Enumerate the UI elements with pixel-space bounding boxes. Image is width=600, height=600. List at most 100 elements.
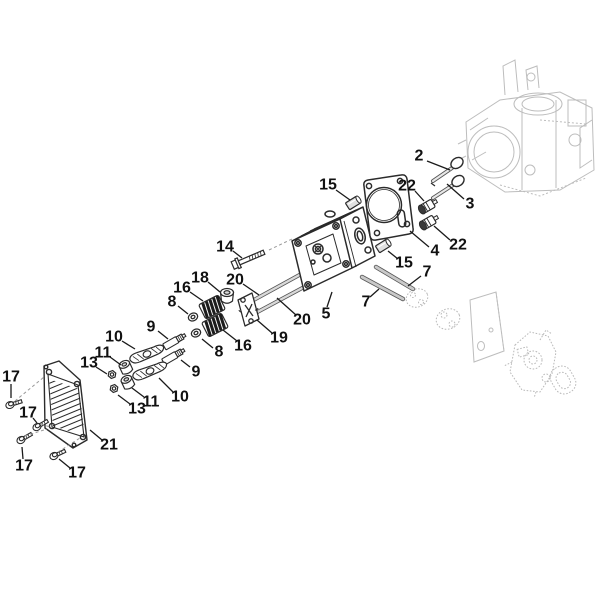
leader-line: [222, 329, 238, 342]
lock-nut-part: [109, 383, 119, 394]
part-callout-22-2: 22: [398, 178, 425, 202]
part-number-label: 14: [216, 239, 234, 256]
cylinder-head-part: [291, 206, 376, 292]
head-gasket-part: [363, 174, 414, 241]
intake-valve-part: [430, 156, 464, 187]
valve-spring-part: [201, 312, 229, 338]
leader-line: [95, 366, 108, 375]
part-callout-20-8: 20: [226, 272, 260, 296]
leader-line: [335, 189, 351, 201]
leader-line: [157, 330, 169, 340]
assembly-guide-lines: [14, 376, 81, 453]
leader-line: [32, 417, 38, 424]
part-number-label: 20: [226, 272, 244, 289]
leader-line: [387, 250, 399, 260]
part-callout-11-22: 11: [95, 345, 122, 366]
part-number-label: 15: [395, 255, 413, 272]
part-callout-13-25: 13: [117, 394, 146, 418]
push-rod-guide-plate-part: [237, 292, 260, 327]
part-number-label: 4: [431, 243, 440, 260]
cover-screw-part: [5, 398, 23, 410]
part-callout-9-18: 9: [147, 319, 169, 340]
part-callout-16-14: 16: [173, 280, 204, 302]
part-number-label: 11: [143, 394, 160, 411]
engine-block-ghost: [457, 59, 595, 197]
leader-line: [158, 377, 174, 393]
part-number-label: 8: [168, 294, 177, 311]
part-number-label: 5: [322, 306, 331, 323]
part-callout-17-29: 17: [19, 405, 38, 424]
part-number-label: 17: [19, 405, 37, 422]
part-number-label: 3: [466, 196, 475, 213]
head-stud-part: [250, 271, 305, 303]
part-number-label: 19: [270, 330, 288, 347]
carb-gasket-ghost: [549, 365, 577, 395]
tappet-gasket-ghost: [405, 288, 461, 330]
part-callout-20-9: 20: [276, 297, 311, 329]
part-callout-15-5: 15: [319, 177, 351, 201]
leader-line: [131, 387, 145, 398]
part-callout-13-24: 13: [80, 355, 108, 375]
part-callout-17-28: 17: [2, 369, 20, 398]
part-number-label: 15: [319, 177, 337, 194]
leader-line: [117, 394, 131, 405]
part-number-label: 9: [192, 364, 201, 381]
part-callout-10-21: 10: [158, 377, 189, 406]
leader-line: [276, 297, 297, 316]
part-number-label: 16: [234, 338, 252, 355]
leader-line: [326, 291, 333, 308]
leader-line: [121, 340, 136, 350]
leader-line: [201, 338, 214, 349]
part-callout-21-27: 21: [89, 429, 118, 454]
part-callout-16-15: 16: [222, 329, 252, 355]
part-number-label: 7: [362, 294, 371, 311]
leader-line: [89, 429, 103, 441]
leader-line: [232, 250, 243, 259]
valve-stem-seal-part: [417, 198, 439, 215]
part-callout-17-30: 17: [15, 446, 33, 475]
valve-cover-part: [43, 360, 88, 449]
leader-line: [58, 458, 71, 469]
leader-line: [189, 291, 204, 302]
head-stud-part: [248, 284, 308, 318]
part-callout-2-0: 2: [415, 148, 451, 171]
part-callout-18-13: 18: [191, 270, 221, 293]
valve-adjust-stud-part: [161, 347, 186, 366]
part-callout-10-20: 10: [105, 329, 136, 350]
part-number-label: 13: [128, 401, 146, 418]
part-number-label: 17: [2, 369, 20, 386]
leader-line: [256, 319, 273, 334]
part-callout-7-11: 7: [407, 264, 432, 287]
part-callout-8-17: 8: [201, 338, 224, 361]
flange-nut-part: [219, 287, 235, 304]
part-number-label: 11: [95, 345, 112, 362]
leader-line: [369, 288, 380, 298]
part-callout-14-7: 14: [216, 239, 243, 259]
part-callout-8-16: 8: [168, 294, 189, 315]
part-number-label: 9: [147, 319, 156, 336]
part-number-label: 22: [398, 178, 416, 195]
lock-nut-part: [107, 369, 117, 380]
part-number-label: 13: [80, 355, 98, 372]
part-callout-22-3: 22: [433, 225, 467, 254]
leader-line: [407, 275, 422, 287]
part-number-label: 7: [423, 264, 432, 281]
part-callout-15-6: 15: [387, 250, 413, 272]
part-number-label: 2: [415, 148, 424, 165]
part-number-label: 21: [100, 437, 118, 454]
rocker-pivot-part: [120, 374, 136, 390]
part-number-label: 10: [105, 329, 123, 346]
push-rod-part: [373, 264, 416, 292]
leader-line: [426, 160, 451, 171]
rocker-arm-part: [132, 361, 168, 381]
part-number-label: 16: [173, 280, 191, 297]
assembly-guide-line: [268, 238, 293, 251]
carburetor-ghost: [503, 329, 557, 399]
part-number-label: 17: [15, 458, 33, 475]
dowel-pin-part: [345, 195, 362, 211]
leader-line: [414, 190, 425, 202]
leader-line: [242, 283, 260, 296]
leader-line: [21, 446, 24, 460]
